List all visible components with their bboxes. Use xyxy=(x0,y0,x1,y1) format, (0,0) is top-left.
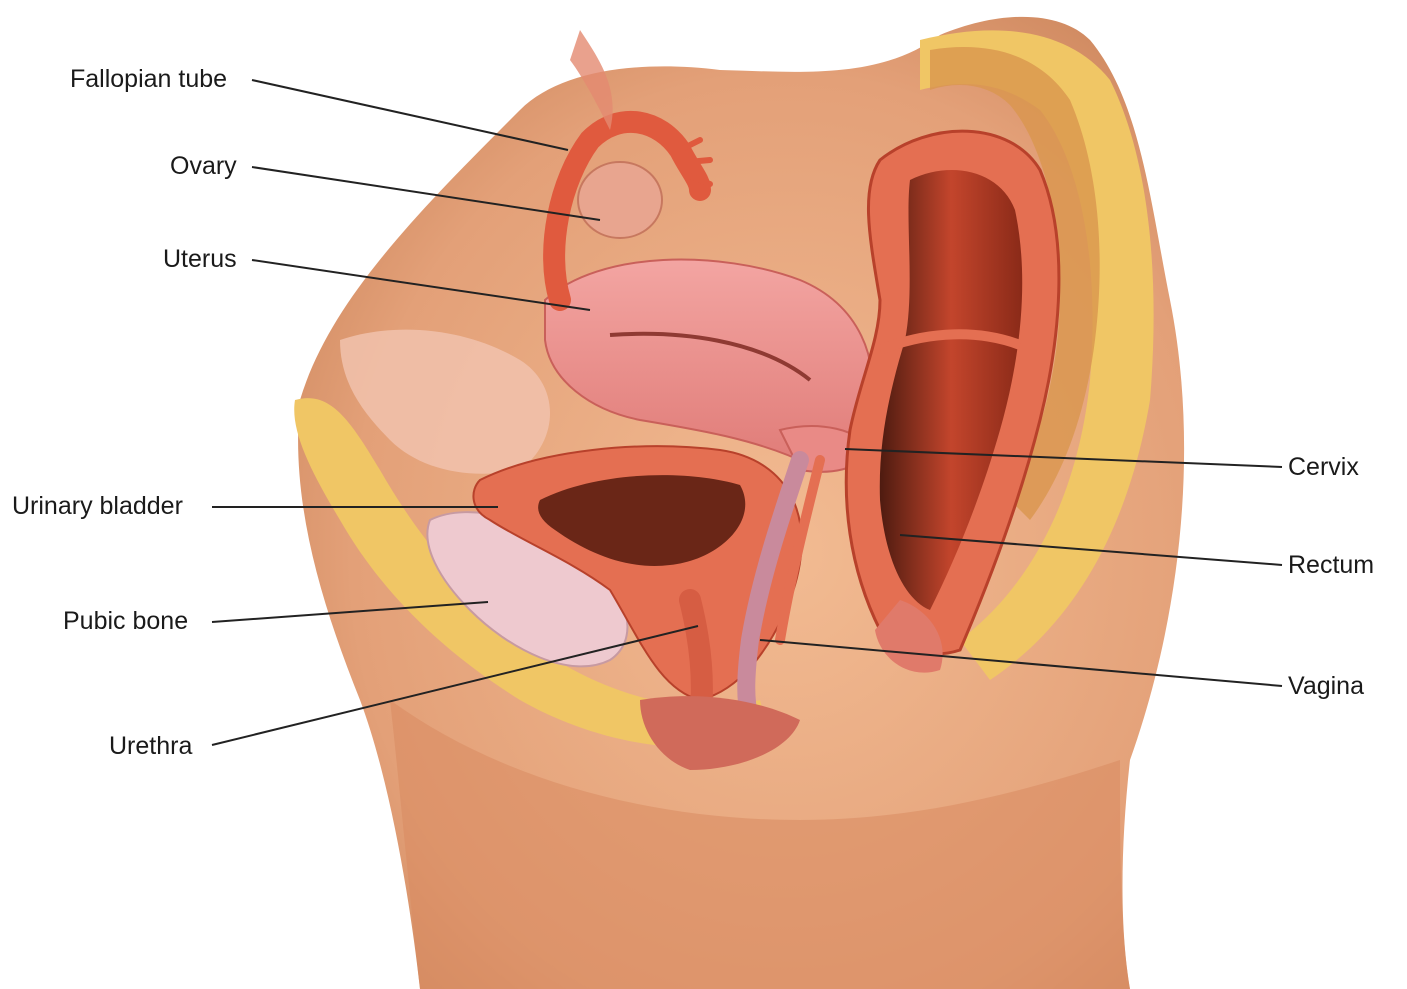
label-rectum: Rectum xyxy=(1288,550,1374,580)
label-urinary-bladder: Urinary bladder xyxy=(12,491,183,521)
ovary-shape xyxy=(578,162,662,238)
label-cervix: Cervix xyxy=(1288,452,1359,482)
label-urethra: Urethra xyxy=(109,731,192,761)
label-vagina: Vagina xyxy=(1288,671,1364,701)
label-fallopian-tube: Fallopian tube xyxy=(70,64,227,94)
label-ovary: Ovary xyxy=(170,151,237,181)
label-pubic-bone: Pubic bone xyxy=(63,606,188,636)
label-uterus: Uterus xyxy=(163,244,237,274)
